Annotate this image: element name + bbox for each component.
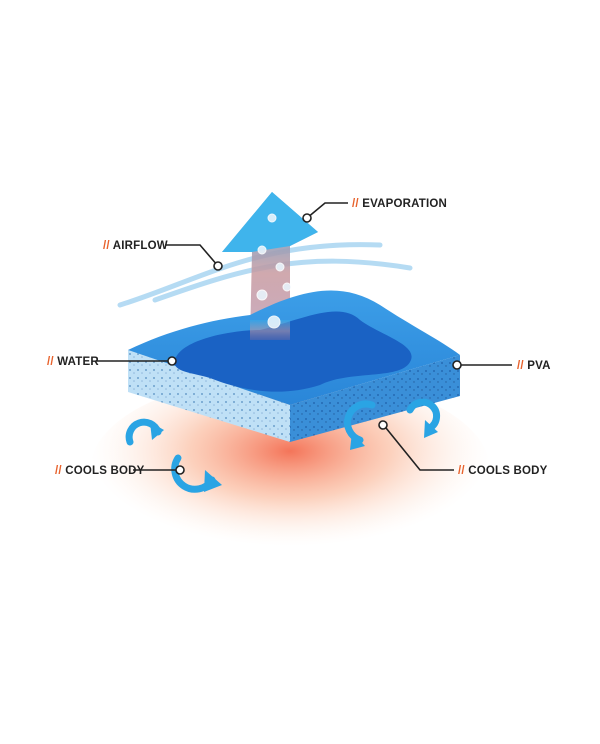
callout-pva: // PVA xyxy=(452,360,551,372)
callout-cools-body-left: // COOLS BODY xyxy=(55,465,185,477)
callout-evaporation: // EVAPORATION xyxy=(302,198,447,223)
body-heat-glow xyxy=(90,375,490,565)
svg-text:// COOLS BODY: // COOLS BODY xyxy=(458,465,548,477)
label-evaporation: EVAPORATION xyxy=(362,198,447,210)
label-airflow: AIRFLOW xyxy=(113,240,168,252)
callout-cools-body-right: // COOLS BODY xyxy=(378,420,548,477)
slashes: // xyxy=(458,465,465,477)
slashes: // xyxy=(55,465,62,477)
water-puddle xyxy=(174,311,412,392)
pad-front-left xyxy=(128,350,290,442)
svg-text:// PVA: // PVA xyxy=(517,360,551,372)
label-cools-body-right: COOLS BODY xyxy=(468,465,547,477)
callout-airflow: // AIRFLOW xyxy=(103,240,223,271)
label-cools-body-left: COOLS BODY xyxy=(65,465,144,477)
slashes: // xyxy=(47,356,54,368)
label-pva: PVA xyxy=(527,360,550,372)
callout-water: // WATER xyxy=(47,356,177,368)
slashes: // xyxy=(352,198,359,210)
svg-text:// AIRFLOW: // AIRFLOW xyxy=(103,240,168,252)
slashes: // xyxy=(103,240,110,252)
label-water: WATER xyxy=(57,356,99,368)
svg-text:// COOLS BODY: // COOLS BODY xyxy=(55,465,145,477)
svg-text:// EVAPORATION: // EVAPORATION xyxy=(352,198,447,210)
vapor-bubbles xyxy=(256,213,292,329)
slashes: // xyxy=(517,360,524,372)
pva-pad xyxy=(128,290,460,442)
svg-text:// WATER: // WATER xyxy=(47,356,99,368)
pad-front-right xyxy=(290,355,460,442)
